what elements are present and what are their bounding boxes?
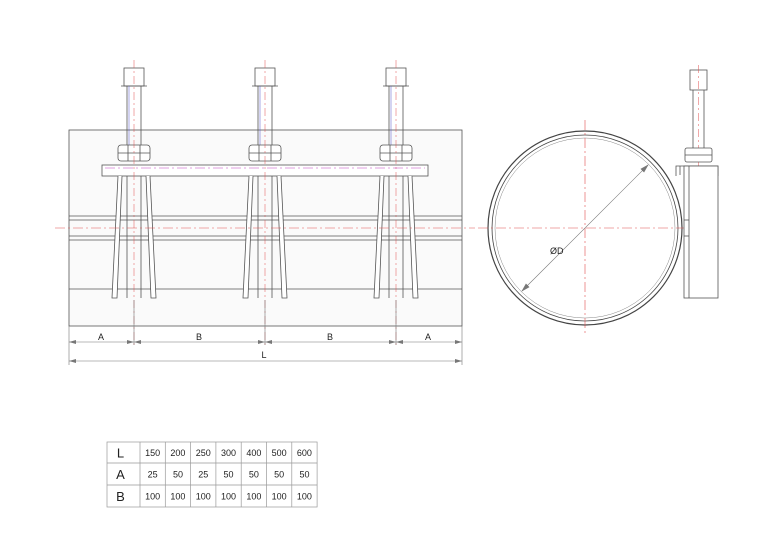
table-cell: 100 bbox=[272, 492, 287, 502]
end-view bbox=[675, 65, 719, 300]
table-cell: 150 bbox=[145, 448, 160, 458]
table-row: A 25 50 25 50 50 50 50 bbox=[116, 467, 309, 482]
table-cell: 400 bbox=[246, 448, 261, 458]
table-cell: 50 bbox=[274, 470, 284, 480]
table-cell: 100 bbox=[170, 492, 185, 502]
dim-b-left: B bbox=[196, 332, 202, 342]
table-cell: 200 bbox=[170, 448, 185, 458]
dim-l: L bbox=[261, 350, 266, 360]
table-cell: 300 bbox=[221, 448, 236, 458]
row-label: A bbox=[116, 467, 125, 482]
table-cell: 50 bbox=[299, 470, 309, 480]
center-lines bbox=[55, 167, 475, 229]
row-label: B bbox=[116, 489, 125, 504]
dim-a-left: A bbox=[98, 332, 104, 342]
table-cell: 250 bbox=[196, 448, 211, 458]
table-cell: 500 bbox=[272, 448, 287, 458]
bolt-assemblies bbox=[111, 60, 419, 345]
bolt-assembly bbox=[373, 60, 419, 345]
table-cell: 100 bbox=[297, 492, 312, 502]
table-cell: 100 bbox=[196, 492, 211, 502]
table-border bbox=[106, 441, 318, 508]
bolt-assembly bbox=[242, 60, 288, 345]
table-cell: 600 bbox=[297, 448, 312, 458]
table-cell: 100 bbox=[221, 492, 236, 502]
dimension-arrows bbox=[69, 340, 462, 363]
table-cell: 50 bbox=[224, 470, 234, 480]
end-body bbox=[683, 165, 719, 299]
bolt-assembly bbox=[111, 60, 157, 345]
table-cell: 25 bbox=[148, 470, 158, 480]
table-cell: 100 bbox=[246, 492, 261, 502]
table-row: B 100 100 100 100 100 100 100 bbox=[116, 489, 312, 504]
circle-center-lines bbox=[478, 120, 700, 335]
row-label: L bbox=[117, 446, 124, 461]
dim-b-right: B bbox=[327, 332, 333, 342]
table-cell: 25 bbox=[198, 470, 208, 480]
table-cell: 50 bbox=[173, 470, 183, 480]
diameter-dim bbox=[521, 164, 649, 292]
table-row: L 150 200 250 300 400 500 600 bbox=[117, 446, 312, 461]
dim-a-right: A bbox=[425, 332, 431, 342]
table-cell: 100 bbox=[145, 492, 160, 502]
table-cell: 50 bbox=[249, 470, 259, 480]
diameter-label: ØD bbox=[550, 246, 564, 256]
